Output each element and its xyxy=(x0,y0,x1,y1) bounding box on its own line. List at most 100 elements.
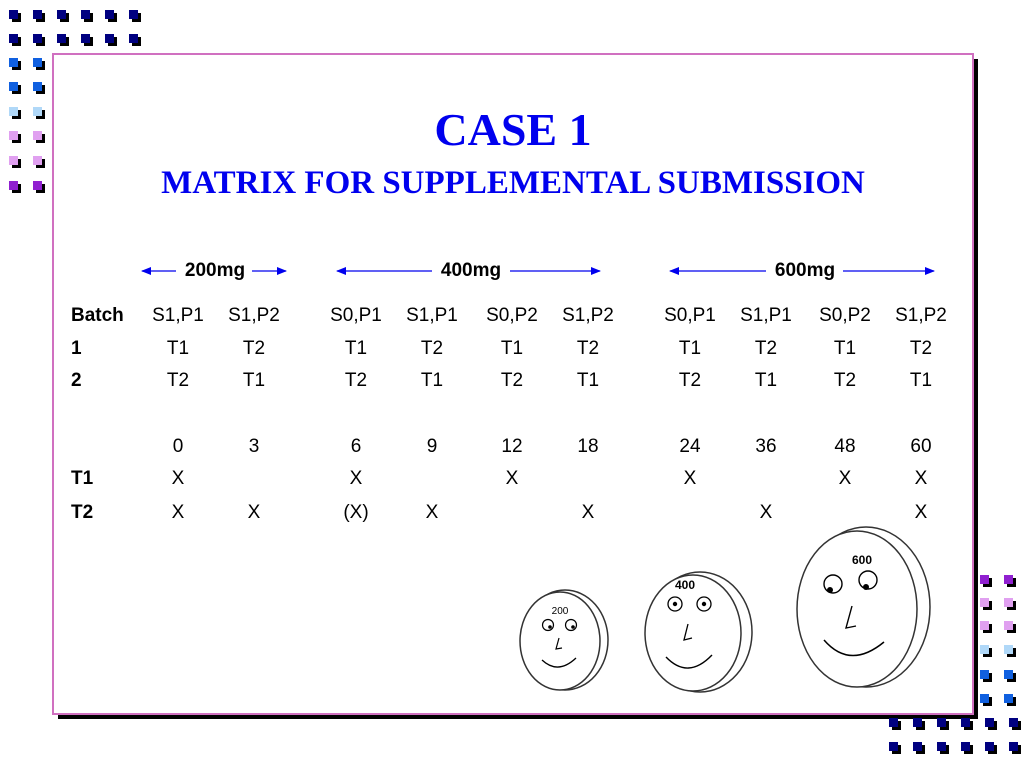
time-cell: X xyxy=(505,468,519,489)
time-point-header: 60 xyxy=(910,436,932,457)
dose-label-200mg: 200mg xyxy=(183,260,247,282)
decorative-square xyxy=(33,34,45,46)
decorative-square xyxy=(129,34,141,46)
batch-column-header: S1,P2 xyxy=(895,305,947,326)
batch-column-header: S1,P1 xyxy=(406,305,458,326)
batch-column-header: S0,P2 xyxy=(819,305,871,326)
time-row-label: T2 xyxy=(71,502,94,523)
batch-cell: T2 xyxy=(166,370,190,391)
face-label-200: 200 xyxy=(552,606,569,617)
decorative-square xyxy=(81,10,93,22)
decorative-square xyxy=(129,10,141,22)
time-cell: X xyxy=(759,502,773,523)
decorative-square xyxy=(1004,598,1016,610)
time-row-label: T1 xyxy=(71,468,94,489)
time-cell: X xyxy=(838,468,852,489)
slide-title: CASE 1 xyxy=(434,104,592,155)
decorative-square xyxy=(9,131,21,143)
batch-cell: T2 xyxy=(678,370,702,391)
decorative-square xyxy=(961,742,973,754)
batch-cell: T1 xyxy=(500,338,524,359)
decorative-square xyxy=(81,34,93,46)
batch-column-header: S0,P1 xyxy=(330,305,382,326)
batch-cell: T2 xyxy=(344,370,368,391)
batch-cell: T1 xyxy=(420,370,444,391)
decorative-square xyxy=(105,10,117,22)
decorative-square xyxy=(1009,718,1021,730)
face-400: 400 xyxy=(644,571,753,693)
batch-cell: T2 xyxy=(242,338,266,359)
batch-cell: T1 xyxy=(678,338,702,359)
batch-column-header: S1,P1 xyxy=(740,305,792,326)
decorative-square xyxy=(1004,575,1016,587)
decorative-square xyxy=(9,82,21,94)
time-cell: X xyxy=(683,468,697,489)
decorative-square xyxy=(985,742,997,754)
time-cell: X xyxy=(914,468,928,489)
decorative-square xyxy=(9,181,21,193)
decorative-square xyxy=(9,156,21,168)
decorative-square xyxy=(937,718,949,730)
decorative-square xyxy=(33,131,45,143)
decorative-square xyxy=(961,718,973,730)
batch-cell: T2 xyxy=(909,338,933,359)
time-point-header: 36 xyxy=(755,436,777,457)
decorative-square xyxy=(9,10,21,22)
face-600: 600 xyxy=(796,526,931,688)
batch-column-header: S0,P2 xyxy=(486,305,538,326)
batch-cell: T1 xyxy=(754,370,778,391)
time-point-header: 9 xyxy=(426,436,438,457)
decorative-square xyxy=(1004,645,1016,657)
batch-column-header: S1,P1 xyxy=(152,305,204,326)
decorative-square xyxy=(33,10,45,22)
batch-cell: T1 xyxy=(909,370,933,391)
batch-cell: T2 xyxy=(754,338,778,359)
batch-cell: T2 xyxy=(420,338,444,359)
dose-label-600mg: 600mg xyxy=(773,260,837,282)
batch-cell: T1 xyxy=(344,338,368,359)
time-point-header: 24 xyxy=(679,436,701,457)
decorative-square xyxy=(33,156,45,168)
time-cell: X xyxy=(171,468,185,489)
batch-row-label: 2 xyxy=(71,370,82,391)
decorative-square xyxy=(889,718,901,730)
decorative-square xyxy=(1004,621,1016,633)
face-200: 200 xyxy=(519,589,609,691)
decorative-square xyxy=(937,742,949,754)
face-label-400: 400 xyxy=(675,578,695,592)
decorative-square xyxy=(105,34,117,46)
decorative-square xyxy=(9,58,21,70)
decorative-square xyxy=(9,34,21,46)
decorative-square xyxy=(33,58,45,70)
dose-label-400mg: 400mg xyxy=(439,260,503,282)
batch-cell: T2 xyxy=(833,370,857,391)
time-point-header: 48 xyxy=(834,436,856,457)
decorative-square xyxy=(985,718,997,730)
decorative-square xyxy=(913,742,925,754)
decorative-square xyxy=(1009,742,1021,754)
batch-column-header: S1,P2 xyxy=(228,305,280,326)
batch-column-header: S1,P2 xyxy=(562,305,614,326)
batch-cell: T2 xyxy=(576,338,600,359)
decorative-square xyxy=(980,598,992,610)
decorative-square xyxy=(913,718,925,730)
time-point-header: 3 xyxy=(248,436,260,457)
batch-cell: T1 xyxy=(833,338,857,359)
batch-column-header: S0,P1 xyxy=(664,305,716,326)
decorative-square xyxy=(1004,694,1016,706)
decorative-square xyxy=(980,694,992,706)
time-point-header: 12 xyxy=(501,436,523,457)
time-cell: X xyxy=(425,502,439,523)
decorative-square xyxy=(33,107,45,119)
batch-cell: T2 xyxy=(500,370,524,391)
decorative-square xyxy=(980,645,992,657)
time-cell: (X) xyxy=(343,502,369,523)
time-point-header: 18 xyxy=(577,436,599,457)
decorative-square xyxy=(57,34,69,46)
slide-subtitle: MATRIX FOR SUPPLEMENTAL SUBMISSION xyxy=(161,165,865,201)
batch-cell: T1 xyxy=(166,338,190,359)
decorative-square xyxy=(980,670,992,682)
batch-cell: T1 xyxy=(242,370,266,391)
